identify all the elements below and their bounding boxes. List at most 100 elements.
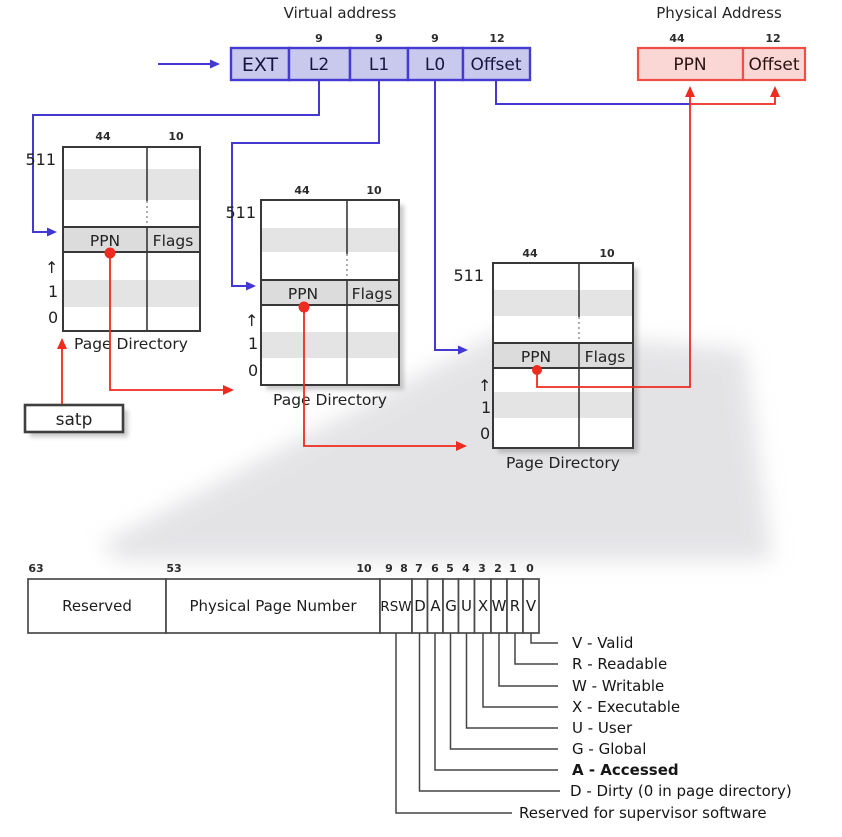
pte-bit-2: 2 [494, 562, 502, 575]
physical-address: Physical Address PPN Offset 44 12 [636, 4, 807, 82]
satp-box [23, 403, 125, 434]
pd2-ppn-bits: 44 [294, 184, 310, 197]
pd2-stripe-top [262, 228, 398, 252]
page-directory-3: 44 10 511 PPN Flags ↑ 1 0 Page Directory [453, 247, 638, 472]
virtual-address: Virtual address EXT L2 L1 L0 Offset 9 9 … [229, 4, 532, 82]
pte-x-label: X [478, 597, 488, 615]
pd3-entry-dot [532, 365, 542, 375]
pa-offset-label: Offset [748, 55, 799, 75]
legend-global: G - Global [572, 740, 646, 758]
l1-index-arrow [231, 80, 380, 291]
l0-index-arrow [434, 80, 468, 355]
pte-rsw-label: RSW [380, 599, 411, 615]
pte-w-label: W [492, 597, 507, 615]
legend-line-w [498, 633, 558, 687]
legend-line-x [482, 633, 558, 708]
pd1-to-pd2-arrow [109, 253, 234, 395]
legend-user: U - User [572, 719, 633, 737]
pd2-entry-ppn: PPN [288, 285, 318, 303]
pte-reserved-label: Reserved [62, 597, 132, 615]
pte-bit-6: 6 [431, 562, 439, 575]
pte-bit-3: 3 [478, 562, 486, 575]
pd1-ppn-bits: 44 [95, 130, 111, 143]
va-l1-bits: 9 [375, 32, 383, 45]
legend-writable: W - Writable [572, 677, 664, 695]
pte-reserved-cell [27, 578, 167, 634]
va-l0-label: L0 [425, 55, 445, 75]
pte-a-label: A [430, 597, 441, 615]
pd1-flags-bits: 10 [168, 130, 184, 143]
pd3-ppn-bits: 44 [522, 247, 538, 260]
pte-bit-4: 4 [462, 562, 470, 575]
blue-arrows [32, 59, 690, 355]
satp-label: satp [56, 410, 93, 430]
offset-passthrough-line [495, 80, 690, 105]
pd3-entry-ppn: PPN [521, 348, 551, 366]
pte-u-label: U [461, 597, 472, 615]
legend-line-rsw [395, 633, 512, 814]
pte-legend: V - Valid R - Readable W - Writable X - … [395, 633, 792, 822]
pte-bit-10: 10 [356, 562, 372, 575]
pte-bit-63: 63 [28, 562, 43, 575]
legend-line-v [530, 633, 558, 644]
legend-rsw: Reserved for supervisor software [519, 804, 767, 822]
pd2-index-0: 0 [248, 361, 258, 380]
pd3-entry-flags: Flags [585, 348, 626, 366]
pd2-up-arrow-icon: ↑ [245, 311, 258, 330]
pd3-index-511: 511 [453, 266, 484, 285]
satp-register: satp [23, 403, 128, 437]
pd3-to-ppn-arrow [536, 86, 695, 388]
legend-line-r [514, 633, 558, 665]
pd3-stripe-bottom [494, 392, 632, 418]
background-shading [100, 330, 772, 560]
pd3-index-0: 0 [480, 424, 490, 443]
legend-accessed: A - Accessed [572, 761, 679, 779]
pa-offset-bits: 12 [765, 32, 780, 45]
pte-ppn-label: Physical Page Number [189, 597, 357, 615]
pd3-flags-bits: 10 [599, 247, 615, 260]
pd2-flags-bits: 10 [366, 184, 382, 197]
va-l1-label: L1 [369, 55, 389, 75]
legend-dirty: D - Dirty (0 in page directory) [570, 782, 792, 800]
legend-line-d [418, 633, 560, 792]
virtual-address-title: Virtual address [284, 4, 397, 22]
pd3-caption: Page Directory [506, 454, 620, 472]
pa-ppn-label: PPN [673, 55, 706, 75]
legend-line-g [449, 633, 558, 750]
legend-executable: X - Executable [572, 698, 680, 716]
va-field-ext [229, 46, 291, 82]
va-offset-label: Offset [470, 55, 521, 75]
pte-r-label: R [510, 597, 520, 615]
pd2-entry-flags: Flags [352, 285, 393, 303]
pte-bit-9: 9 [385, 562, 393, 575]
pte-format: 63 53 10 9 8 7 6 5 4 3 2 1 0 Reserved Ph… [27, 562, 540, 634]
pte-ppn-cell [165, 578, 381, 634]
pd2-caption: Page Directory [273, 391, 387, 409]
pd2-index-1: 1 [248, 334, 258, 353]
pd2-entry-row [260, 279, 400, 306]
pte-bit-7: 7 [415, 562, 423, 575]
pd1-stripe-bottom [64, 280, 199, 307]
pd2-stripe-bottom [262, 332, 398, 358]
pd1-entry-row [62, 226, 201, 253]
pd3-entry-row [492, 342, 634, 369]
va-l0-bits: 9 [431, 32, 439, 45]
pd3-index-1: 1 [481, 398, 491, 417]
pte-bit-53: 53 [166, 562, 181, 575]
legend-valid: V - Valid [572, 634, 633, 652]
pd2-index-511: 511 [225, 203, 256, 222]
legend-line-a [434, 633, 558, 771]
pa-field-offset [741, 46, 807, 82]
offset-to-pa-arrow [690, 86, 780, 105]
pte-g-label: G [445, 597, 457, 615]
pd1-stripe-top [64, 169, 199, 200]
va-offset-bits: 12 [489, 32, 504, 45]
pd1-entry-dot [104, 247, 116, 259]
pte-d-label: D [414, 597, 426, 615]
pte-bit-5: 5 [446, 562, 454, 575]
legend-line-u [465, 633, 558, 729]
pte-bit-8: 8 [400, 562, 408, 575]
pa-ppn-bits: 44 [669, 32, 685, 45]
